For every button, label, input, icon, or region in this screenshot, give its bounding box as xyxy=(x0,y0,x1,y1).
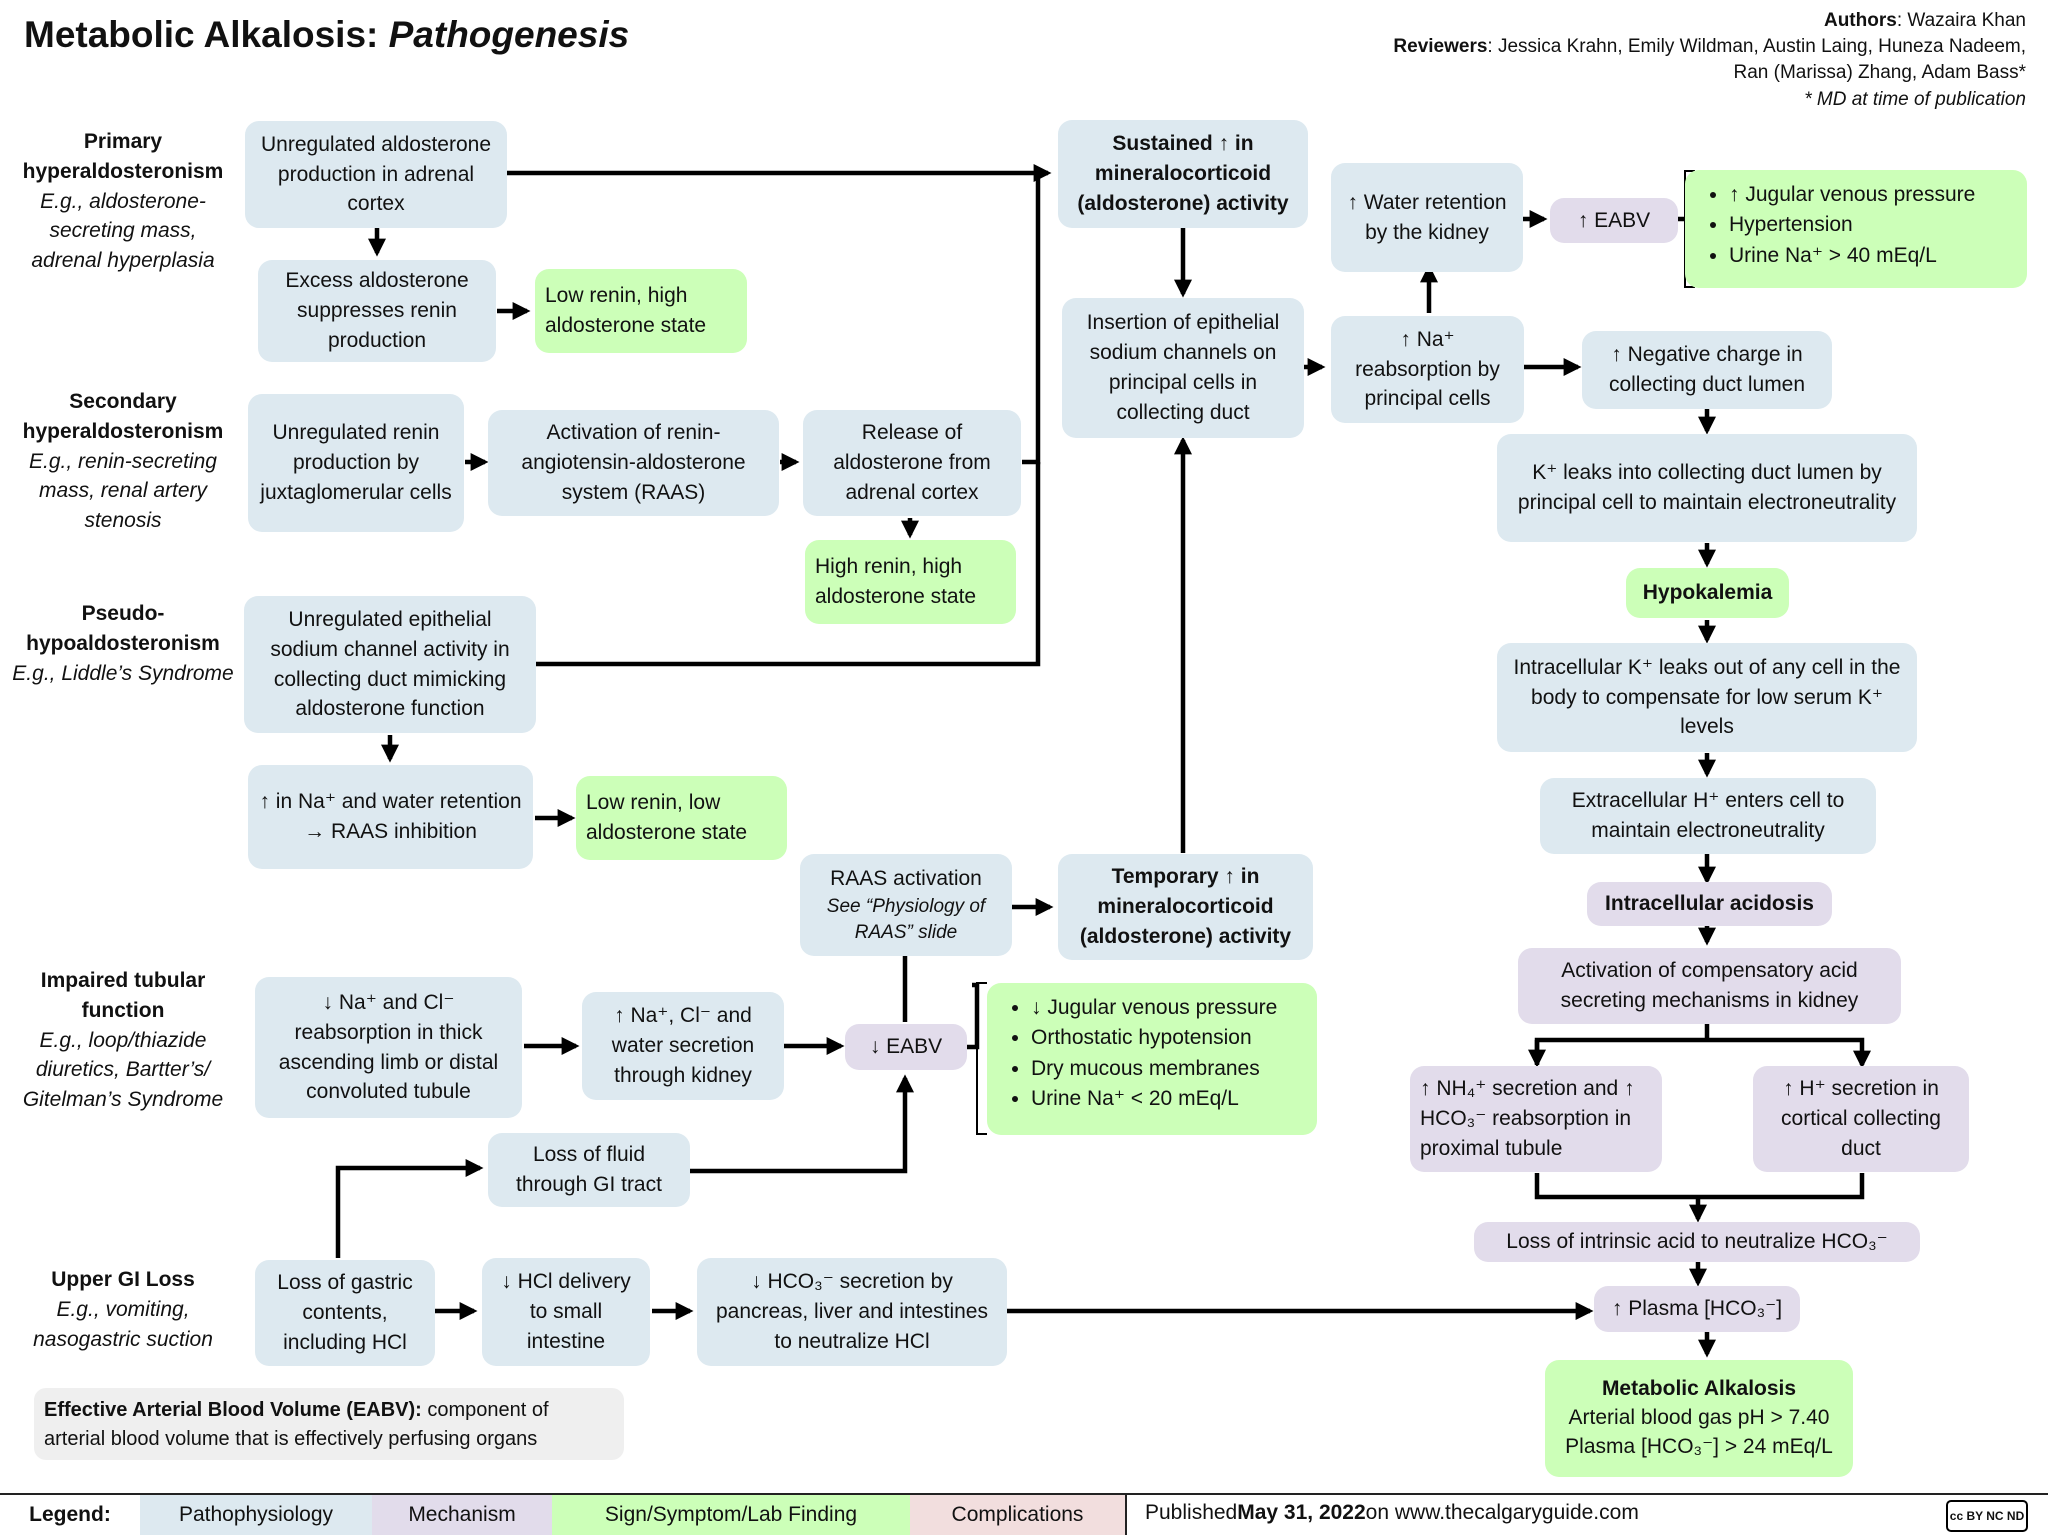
sign-list-item: Orthostatic hypotension xyxy=(1031,1023,1303,1053)
sign-list-item: Dry mucous membranes xyxy=(1031,1054,1303,1084)
release-aldosterone-box: Release of aldosterone from adrenal cort… xyxy=(803,410,1021,516)
excess-aldosterone-box: Excess aldosterone suppresses renin prod… xyxy=(258,260,496,362)
legend-complications: Complications xyxy=(910,1495,1127,1535)
page-title: Metabolic Alkalosis: Pathogenesis xyxy=(24,14,630,55)
k-leaks-box: K⁺ leaks into collecting duct lumen by p… xyxy=(1497,434,1917,542)
sign-list-item: Urine Na⁺ < 20 mEq/L xyxy=(1031,1084,1303,1114)
published-line: Published May 31, 2022 on www.thecalgary… xyxy=(1145,1501,1639,1524)
unregulated-renin-box: Unregulated renin production by juxtaglo… xyxy=(248,394,464,532)
activation-raas-box: Activation of renin-angiotensin-aldoster… xyxy=(488,410,779,516)
decreased-eabv-signs: ↓ Jugular venous pressureOrthostatic hyp… xyxy=(987,983,1317,1135)
loss-gastric-box: Loss of gastric contents, including HCl xyxy=(255,1260,435,1366)
water-retention-box: ↑ Water retention by the kidney xyxy=(1331,163,1523,272)
h-secretion-box: ↑ H⁺ secretion in cortical collecting du… xyxy=(1753,1066,1969,1172)
negative-charge-box: ↑ Negative charge in collecting duct lum… xyxy=(1582,331,1832,409)
raas-activation-box: RAAS activation See “Physiology of RAAS”… xyxy=(800,854,1012,956)
temporary-mineralocorticoid-box: Temporary ↑ in mineralocorticoid (aldost… xyxy=(1058,854,1313,960)
eabv-definition: Effective Arterial Blood Volume (EABV): … xyxy=(34,1388,624,1460)
nh4-secretion-box: ↑ NH₄⁺ secretion and ↑ HCO₃⁻ reabsorptio… xyxy=(1410,1066,1662,1172)
na-reabsorption-box: ↑ Na⁺ reabsorption by principal cells xyxy=(1331,316,1524,423)
sign-list-item: ↑ Jugular venous pressure xyxy=(1729,180,2013,210)
legend-mechanism: Mechanism xyxy=(372,1495,552,1535)
unregulated-aldosterone-box: Unregulated aldosterone production in ad… xyxy=(245,121,507,228)
increased-eabv-box: ↑ EABV xyxy=(1550,198,1678,243)
sign-list-item: ↓ Jugular venous pressure xyxy=(1031,993,1303,1023)
cc-license-icon: cc BY NC ND xyxy=(1946,1500,2028,1532)
legend: Legend: Pathophysiology Mechanism Sign/S… xyxy=(0,1493,2048,1537)
unregulated-enac-box: Unregulated epithelial sodium channel ac… xyxy=(244,596,536,733)
loss-intrinsic-acid-box: Loss of intrinsic acid to neutralize HCO… xyxy=(1474,1222,1920,1262)
legend-label: Legend: xyxy=(29,1503,111,1526)
legend-sign-symptom: Sign/Symptom/Lab Finding xyxy=(552,1495,910,1535)
na-water-retention-box: ↑ in Na⁺ and water retention → RAAS inhi… xyxy=(248,765,533,869)
intracellular-k-box: Intracellular K⁺ leaks out of any cell i… xyxy=(1497,643,1917,752)
insertion-enac-box: Insertion of epithelial sodium channels … xyxy=(1062,298,1304,438)
high-renin-high-aldo-box: High renin, high aldosterone state xyxy=(805,540,1016,624)
low-renin-low-aldo-box: Low renin, low aldosterone state xyxy=(576,776,787,860)
sign-list-item: Hypertension xyxy=(1729,210,2013,240)
extracellular-h-box: Extracellular H⁺ enters cell to maintain… xyxy=(1540,778,1876,854)
plasma-hco3-box: ↑ Plasma [HCO₃⁻] xyxy=(1594,1286,1800,1332)
increased-eabv-signs: ↑ Jugular venous pressureHypertensionUri… xyxy=(1685,170,2027,288)
na-cl-secretion-box: ↑ Na⁺, Cl⁻ and water secretion through k… xyxy=(582,992,784,1100)
metabolic-alkalosis-box: Metabolic Alkalosis Arterial blood gas p… xyxy=(1545,1360,1853,1477)
authors-block: Authors: Wazaira Khan Reviewers: Jessica… xyxy=(1393,10,2026,110)
compensatory-acid-box: Activation of compensatory acid secretin… xyxy=(1518,948,1901,1024)
hcl-delivery-box: ↓ HCl delivery to small intestine xyxy=(482,1258,650,1366)
low-renin-high-aldo-box: Low renin, high aldosterone state xyxy=(535,269,747,353)
na-cl-reabsorption-box: ↓ Na⁺ and Cl⁻ reabsorption in thick asce… xyxy=(255,977,522,1118)
loss-fluid-gi-box: Loss of fluid through GI tract xyxy=(488,1133,690,1207)
intracellular-acidosis-box: Intracellular acidosis xyxy=(1587,882,1832,926)
hypokalemia-box: Hypokalemia xyxy=(1626,568,1789,618)
sustained-mineralocorticoid-box: Sustained ↑ in mineralocorticoid (aldost… xyxy=(1058,120,1308,228)
decreased-eabv-box: ↓ EABV xyxy=(845,1024,967,1070)
legend-pathophysiology: Pathophysiology xyxy=(140,1495,372,1535)
sign-list-item: Urine Na⁺ > 40 mEq/L xyxy=(1729,241,2013,271)
hco3-secretion-box: ↓ HCO₃⁻ secretion by pancreas, liver and… xyxy=(697,1258,1007,1366)
